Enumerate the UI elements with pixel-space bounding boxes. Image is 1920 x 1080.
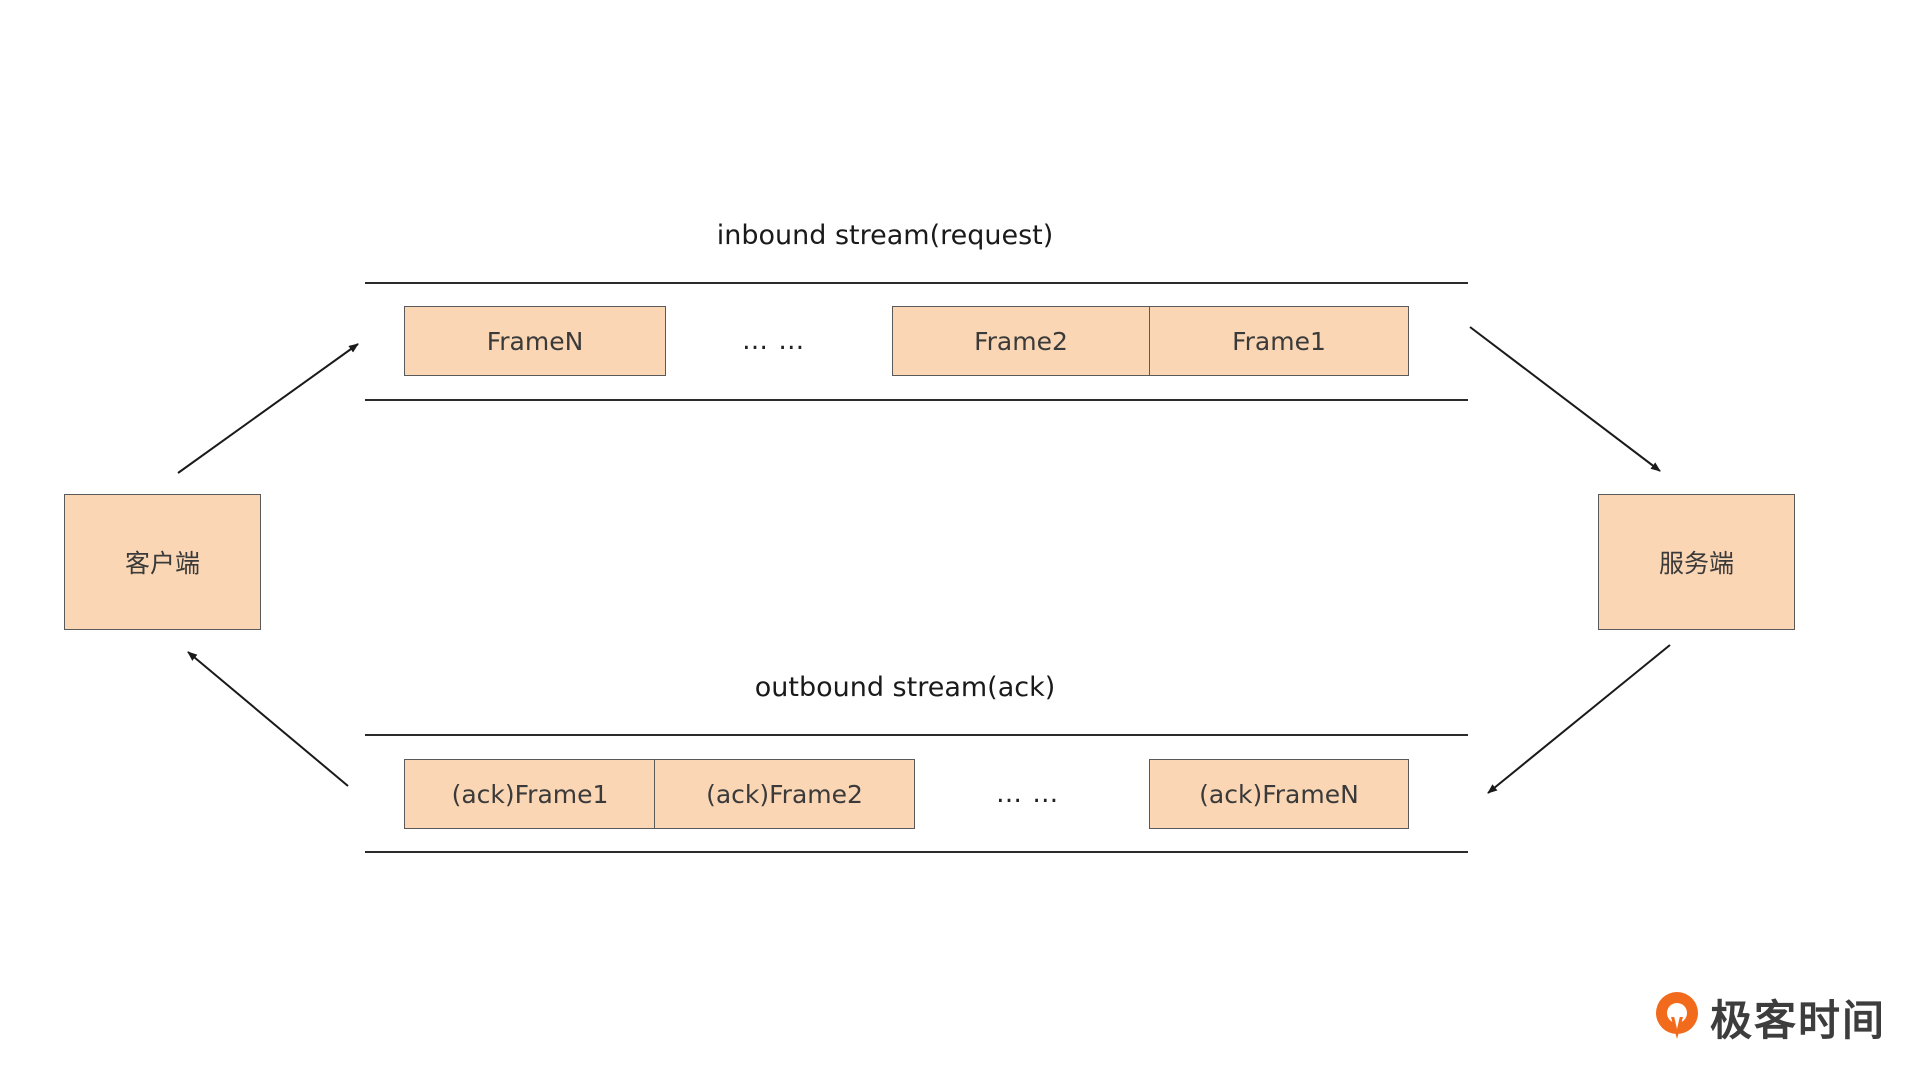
inbound-lane-bottom-line: [365, 399, 1468, 401]
geektime-logo: 极客时间: [1652, 987, 1886, 1048]
inbound-stream-title: inbound stream(request): [716, 220, 1054, 251]
outbound-frame-ack-2: (ack)Frame2: [654, 759, 915, 829]
geektime-logo-icon: [1656, 991, 1698, 1039]
server-node: 服务端: [1598, 494, 1795, 630]
outbound-ellipsis: … …: [996, 779, 1060, 809]
arrow-inbound-to-server: [1469, 326, 1661, 472]
arrow-client-to-inbound: [177, 343, 359, 474]
inbound-lane-top-line: [365, 282, 1468, 284]
outbound-frame-ack-n: (ack)FrameN: [1149, 759, 1409, 829]
outbound-stream-title: outbound stream(ack): [754, 672, 1056, 703]
outbound-lane-bottom-line: [365, 851, 1468, 853]
arrow-server-to-outbound: [1487, 644, 1671, 794]
inbound-ellipsis: … …: [742, 326, 806, 356]
inbound-frame-1: Frame1: [1149, 306, 1409, 376]
outbound-lane-top-line: [365, 734, 1468, 736]
logo-text: 极客时间: [1710, 996, 1887, 1045]
arrow-outbound-to-client: [187, 651, 349, 787]
inbound-frame-n: FrameN: [404, 306, 666, 376]
client-node: 客户端: [64, 494, 261, 630]
